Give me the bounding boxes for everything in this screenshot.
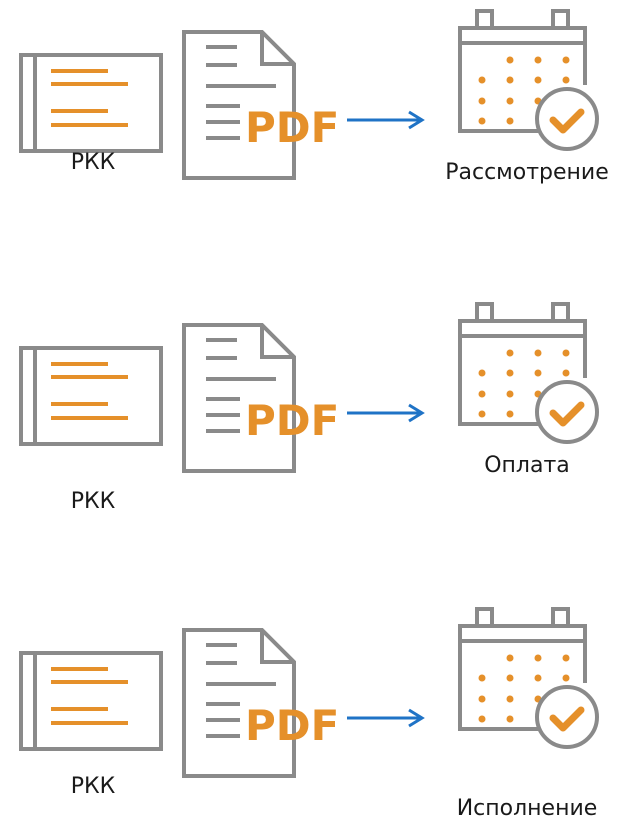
calendar-check-icon (458, 607, 599, 749)
calendar-check-icon (458, 302, 599, 444)
pdf-label: PDF (245, 701, 339, 750)
pdf-label: PDF (245, 396, 339, 445)
arrow-right-icon (347, 403, 425, 423)
source-label: РКК (70, 489, 116, 514)
pdf-file-icon: PDF (182, 323, 339, 473)
arrow-right-icon (347, 110, 425, 130)
source-label: РКК (70, 774, 116, 799)
status-label: Оплата (484, 453, 570, 478)
pdf-file-icon: PDF (182, 30, 339, 180)
arrow-right-icon (347, 708, 425, 728)
document-card-icon (19, 53, 163, 153)
flow-row-1: PDF РКК Рассмотрение (0, 0, 634, 230)
source-label: РКК (70, 150, 116, 175)
document-card-icon (19, 651, 163, 751)
status-label: Рассмотрение (445, 160, 609, 185)
pdf-file-icon: PDF (182, 628, 339, 778)
flow-row-2: PDF РКК Оплата (0, 293, 634, 523)
calendar-check-icon (458, 9, 599, 151)
document-card-icon (19, 346, 163, 446)
flow-row-3: PDF РКК Исполнение (0, 598, 634, 828)
status-label: Исполнение (456, 796, 598, 821)
pdf-label: PDF (245, 103, 339, 152)
